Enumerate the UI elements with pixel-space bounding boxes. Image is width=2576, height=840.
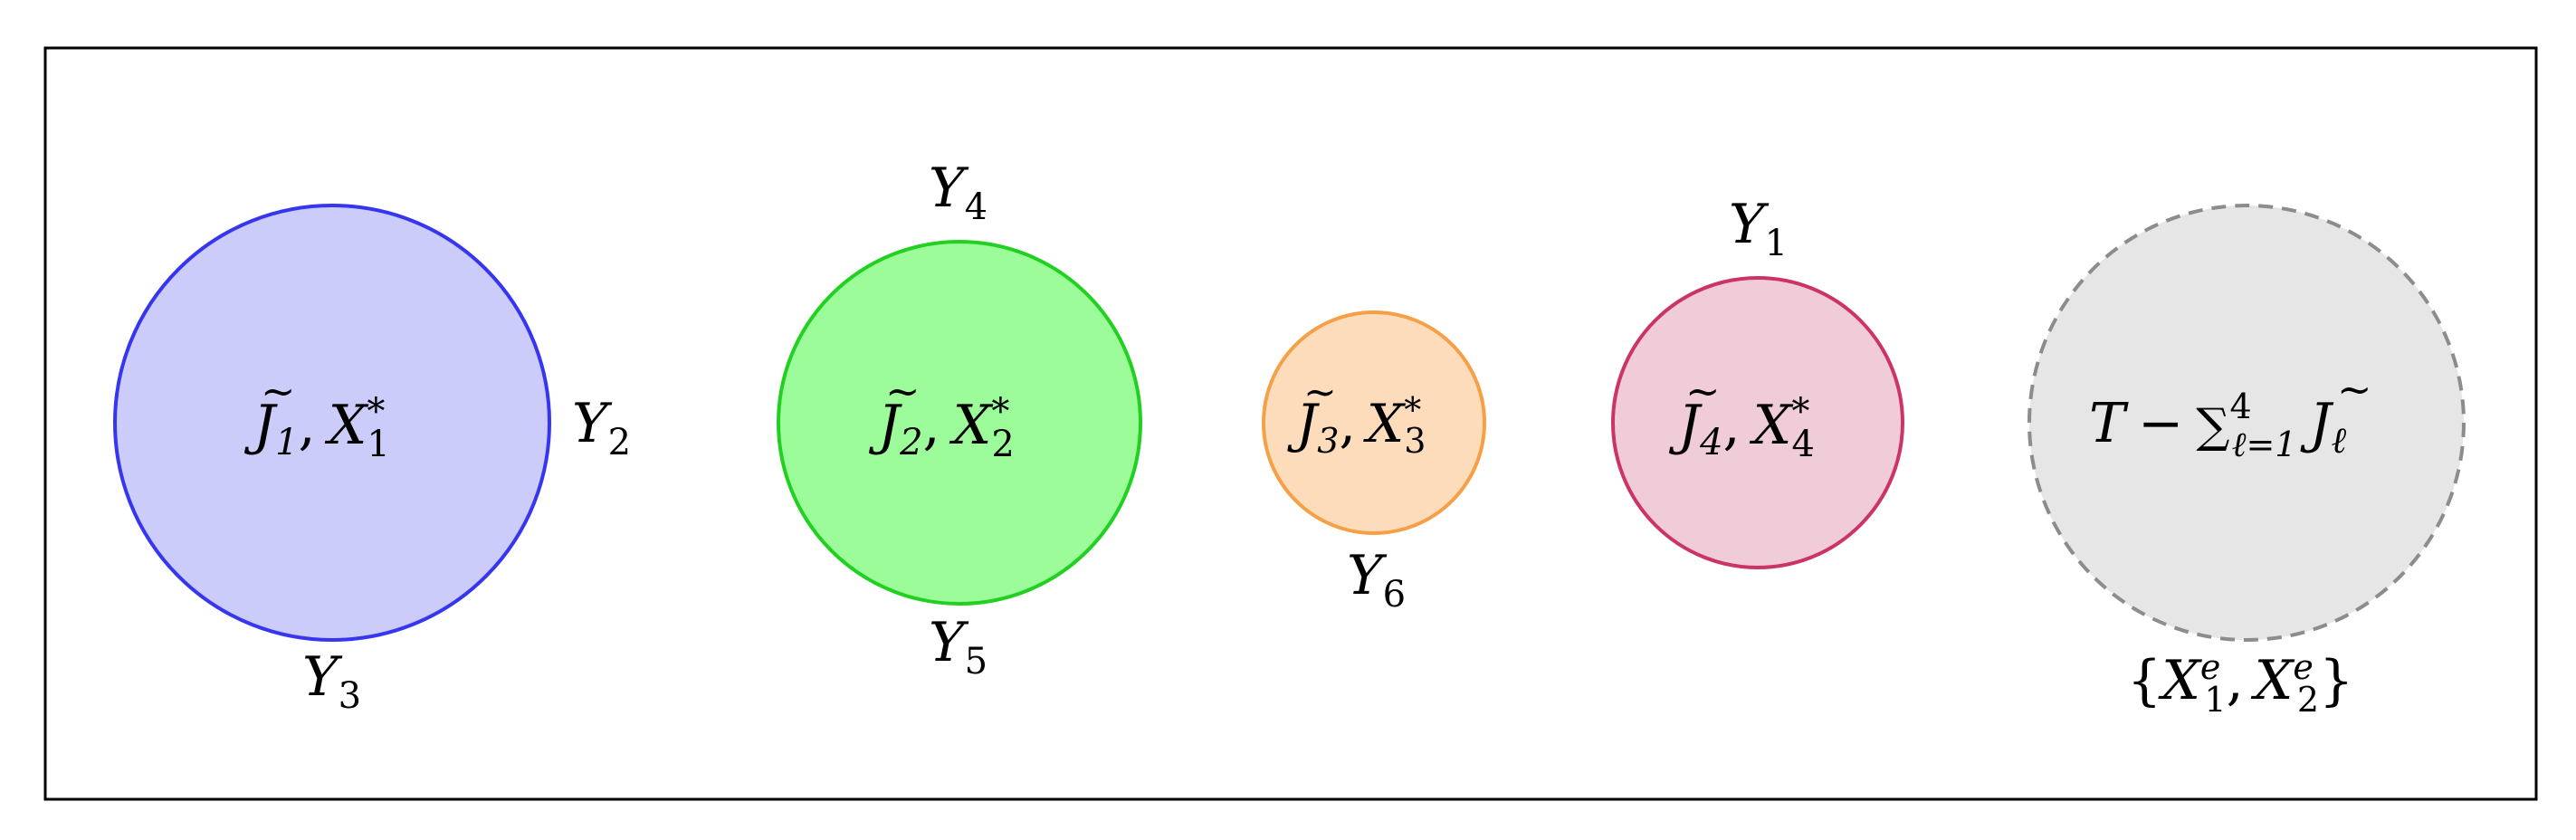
svg-text:J4,X*4: J4,X*4: [1668, 391, 1815, 465]
label-y4: Y4: [929, 157, 987, 228]
x1-symbol: X: [325, 394, 369, 457]
label-y1: Y1: [1729, 193, 1788, 264]
x1-subscript: 1: [367, 424, 389, 465]
partition-circle-j4: J4,X*4 ~ Y1: [1611, 193, 1904, 569]
label-y3: Y3: [302, 645, 361, 717]
jl-tilde: ~: [2337, 365, 2372, 414]
j1-subscript: 1: [275, 422, 298, 463]
circle-j4-shape: [1611, 276, 1904, 569]
partition-circle-j2: J2,X*2 ~ Y4 Y5: [777, 157, 1142, 682]
j1-tilde: ~: [261, 367, 296, 415]
j2-tilde: ~: [885, 367, 921, 415]
x1-superscript: *: [367, 391, 385, 433]
j4-tilde: ~: [1685, 367, 1721, 415]
diagram-frame: [43, 46, 2538, 801]
partition-circle-j3: J3,X*3 ~ Y6: [1262, 310, 1486, 616]
label-y5: Y5: [929, 611, 987, 682]
circle-j2-shape: [777, 240, 1142, 606]
partition-circle-j1: J1,X*1 ~ Y2 Y3: [113, 204, 631, 717]
circle-remainder-shape: [2027, 204, 2466, 642]
j3-tilde: ~: [1303, 369, 1337, 415]
j1-separator: ,: [299, 394, 316, 457]
label-y2: Y2: [572, 392, 631, 463]
circle-j3-shape: [1262, 310, 1486, 535]
label-y6: Y6: [1347, 544, 1406, 616]
circle-j4-label: J4,X*4 ~: [1668, 367, 1815, 465]
circle-j1-shape: [113, 204, 551, 642]
